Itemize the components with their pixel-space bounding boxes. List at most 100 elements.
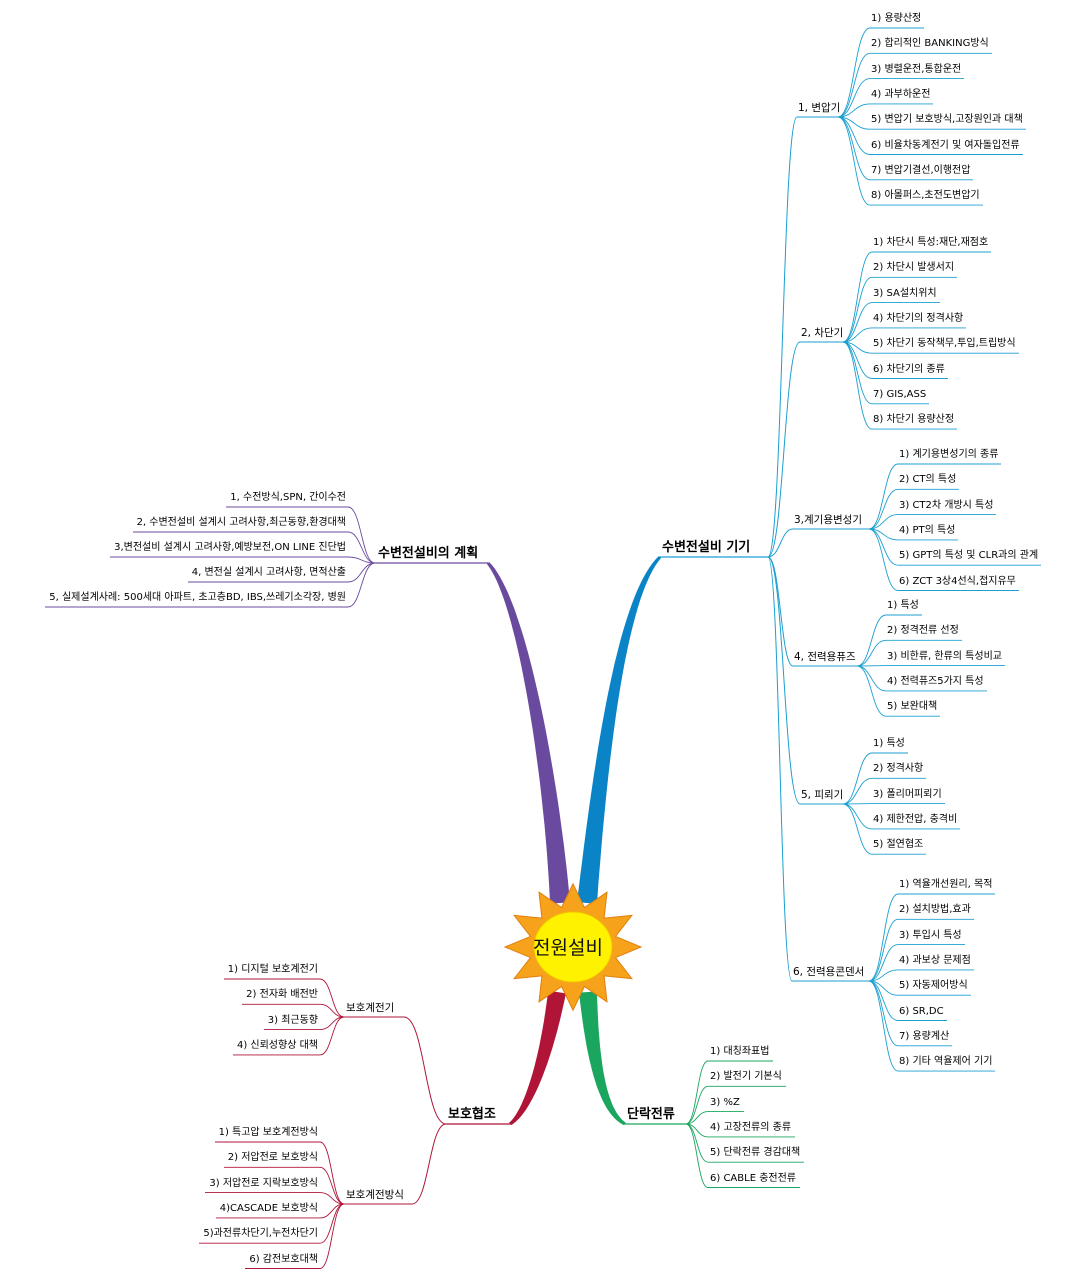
leaf-equipment-6-7[interactable]: 7) 용량계산 [899, 1030, 950, 1042]
leaf-equipment-4-5[interactable]: 5) 보완대책 [887, 701, 938, 713]
group-protection-1[interactable]: 보호계전기 [346, 1002, 395, 1014]
leaf-equipment-2-3[interactable]: 3) SA설치위치 [873, 287, 937, 299]
leaf-short-circuit-4[interactable]: 4) 고장전류의 종류 [710, 1121, 792, 1133]
leaf-equipment-5-1[interactable]: 1) 특성 [873, 738, 905, 749]
leaf-short-circuit-1[interactable]: 1) 대칭좌표법 [710, 1046, 770, 1057]
leaf-equipment-6-2[interactable]: 2) 설치방법,효과 [899, 904, 971, 916]
leaf-equipment-3-3[interactable]: 3) CT2차 개방시 특성 [899, 499, 994, 511]
leaf-equipment-3-6[interactable]: 6) ZCT 3상4선식,접지유무 [899, 575, 1016, 587]
leaf-protection-2-2[interactable]: 2) 저압전로 보호방식 [227, 1152, 318, 1164]
connector-equipment-3-2 [868, 488, 899, 530]
leaf-plan-5[interactable]: 5, 실제설계사례: 500세대 아파트, 초고층BD, IBS,쓰레기소각장,… [49, 592, 346, 603]
leaf-protection-2-5[interactable]: 5)과전류차단기,누전차단기 [203, 1228, 318, 1240]
leaf-equipment-4-1[interactable]: 1) 특성 [887, 600, 919, 611]
leaf-equipment-1-2[interactable]: 2) 합리적인 BANKING방식 [871, 38, 989, 50]
connector-protection-group-1 [403, 1016, 447, 1125]
leaf-equipment-6-1[interactable]: 1) 역율개선원리, 목적 [899, 879, 993, 890]
connector-equipment-1-1 [837, 27, 871, 118]
leaf-protection-2-1[interactable]: 1) 특고압 보호계전방식 [218, 1127, 318, 1138]
group-protection-2[interactable]: 보호계전방식 [346, 1189, 404, 1201]
connector-equipment-4-1 [856, 614, 887, 667]
leaf-equipment-5-3[interactable]: 3) 폴리머피뢰기 [873, 788, 942, 800]
leaf-equipment-5-2[interactable]: 2) 정격사항 [873, 763, 924, 775]
leaf-equipment-5-5[interactable]: 5) 절연협조 [873, 839, 924, 851]
branch-ribbon-short-circuit [579, 991, 626, 1126]
leaf-equipment-1-5[interactable]: 5) 변압기 보호방식,고장원인과 대책 [871, 114, 1023, 126]
leaf-plan-3[interactable]: 3,변전설비 설계시 고려사항,예방보전,ON LINE 진단법 [114, 542, 346, 553]
leaf-equipment-2-4[interactable]: 4) 차단기의 정격사항 [873, 312, 964, 324]
leaf-protection-2-4[interactable]: 4)CASCADE 보호방식 [219, 1202, 318, 1214]
branch-plan[interactable]: 수변전설비의 계획 [378, 546, 479, 561]
leaf-equipment-6-8[interactable]: 8) 기타 역율제어 기기 [899, 1056, 993, 1068]
connector-protection-1-1 [319, 978, 345, 1018]
leaf-plan-4[interactable]: 4, 변전실 설계시 고려사항, 면적산출 [191, 567, 346, 578]
leaf-short-circuit-5[interactable]: 5) 단락전류 경감대책 [710, 1147, 801, 1159]
connector-equipment-1-3 [837, 78, 871, 118]
leaf-protection-2-3[interactable]: 3) 저압전로 지락보호방식 [209, 1177, 318, 1189]
connector-short-circuit-2 [685, 1085, 709, 1125]
leaf-equipment-1-1[interactable]: 1) 용량산정 [871, 13, 922, 24]
connector-protection-2-2 [319, 1166, 345, 1205]
leaf-short-circuit-3[interactable]: 3) %Z [710, 1096, 740, 1108]
leaf-plan-1[interactable]: 1, 수전방식,SPN, 간이수전 [230, 492, 346, 503]
group-equipment-5[interactable]: 5, 피뢰기 [801, 789, 844, 801]
leaf-short-circuit-2[interactable]: 2) 발전기 기본식 [710, 1071, 782, 1083]
branch-equipment[interactable]: 수변전설비 기기 [662, 540, 751, 555]
leaf-equipment-4-3[interactable]: 3) 비한류, 한류의 특성비교 [887, 650, 1002, 662]
branch-protection[interactable]: 보호협조 [448, 1107, 496, 1122]
connector-equipment-2-2 [842, 276, 873, 343]
leaf-protection-1-4[interactable]: 4) 신뢰성향상 대책 [236, 1039, 318, 1051]
leaf-equipment-1-8[interactable]: 8) 아몰퍼스,초전도변압기 [871, 190, 980, 202]
connector-equipment-6-1 [868, 893, 899, 982]
connector-equipment-group-5 [767, 556, 801, 805]
leaf-equipment-2-1[interactable]: 1) 차단시 특성:재단,재점호 [873, 237, 989, 248]
leaf-equipment-2-8[interactable]: 8) 차단기 용량산정 [873, 414, 955, 426]
leaf-equipment-1-7[interactable]: 7) 변압기결선,이행전압 [871, 164, 971, 176]
branch-short-circuit[interactable]: 단락전류 [627, 1107, 675, 1122]
leaf-plan-2[interactable]: 2, 수변전설비 설계시 고려사항,최근동향,환경대책 [136, 517, 346, 528]
leaf-equipment-2-2[interactable]: 2) 차단시 발생서지 [873, 262, 955, 274]
leaf-equipment-5-4[interactable]: 4) 제한전압, 충격비 [873, 813, 958, 825]
leaf-equipment-4-2[interactable]: 2) 정격전류 선정 [887, 625, 959, 637]
connector-equipment-2-3 [842, 302, 873, 343]
leaf-equipment-2-6[interactable]: 6) 차단기의 종류 [873, 363, 945, 375]
connector-equipment-3-1 [868, 463, 899, 530]
leaf-equipment-3-5[interactable]: 5) GPT의 특성 및 CLR과의 관계 [899, 550, 1039, 562]
leaf-equipment-3-2[interactable]: 2) CT의 특성 [899, 474, 957, 486]
leaf-equipment-6-4[interactable]: 4) 과보상 문제점 [899, 954, 971, 966]
group-equipment-4[interactable]: 4, 전력용퓨즈 [794, 651, 856, 663]
connector-equipment-5-4 [842, 803, 873, 830]
leaf-equipment-6-5[interactable]: 5) 자동제어방식 [899, 980, 968, 992]
connector-equipment-3-6 [868, 528, 899, 591]
leaf-equipment-1-4[interactable]: 4) 과부하운전 [871, 88, 931, 100]
leaf-protection-1-3[interactable]: 3) 최근동향 [267, 1014, 318, 1026]
leaf-protection-1-1[interactable]: 1) 디지털 보호계전기 [227, 964, 318, 975]
leaf-equipment-1-6[interactable]: 6) 비율차동계전기 및 여자돌입전류 [871, 139, 1020, 151]
connector-equipment-6-7 [868, 980, 899, 1047]
connector-equipment-2-4 [842, 327, 873, 343]
group-equipment-3[interactable]: 3,계기용변성기 [794, 514, 862, 526]
group-equipment-2[interactable]: 2, 차단기 [801, 327, 844, 339]
connector-equipment-group-2 [767, 341, 801, 558]
connector-equipment-1-4 [837, 103, 871, 118]
connector-equipment-1-8 [837, 116, 871, 206]
leaf-protection-1-2[interactable]: 2) 전자화 배전반 [246, 989, 318, 1001]
center-topic[interactable]: 전원설비 [533, 937, 603, 959]
leaf-equipment-6-3[interactable]: 3) 투입시 특성 [899, 929, 962, 941]
connector-plan-3 [347, 556, 376, 564]
leaf-equipment-3-1[interactable]: 1) 계기용변성기의 종류 [899, 449, 999, 460]
group-equipment-1[interactable]: 1, 변압기 [798, 102, 841, 114]
leaf-equipment-4-4[interactable]: 4) 전력퓨즈5가지 특성 [887, 675, 984, 687]
connector-equipment-6-2 [868, 918, 899, 982]
leaf-equipment-2-7[interactable]: 7) GIS,ASS [873, 388, 927, 400]
connector-equipment-5-1 [842, 752, 873, 805]
leaf-equipment-2-5[interactable]: 5) 차단기 동작책무,투입,트립방식 [873, 338, 1016, 350]
connector-plan-2 [347, 531, 376, 564]
leaf-equipment-6-6[interactable]: 6) SR,DC [899, 1005, 944, 1017]
leaf-short-circuit-6[interactable]: 6) CABLE 충전전류 [710, 1172, 796, 1184]
leaf-equipment-1-3[interactable]: 3) 병렬운전,통합운전 [871, 63, 962, 75]
group-equipment-6[interactable]: 6, 전력용콘덴서 [793, 966, 865, 978]
leaf-equipment-3-4[interactable]: 4) PT의 특성 [899, 524, 956, 536]
leaf-protection-2-6[interactable]: 6) 감전보호대책 [249, 1253, 318, 1265]
